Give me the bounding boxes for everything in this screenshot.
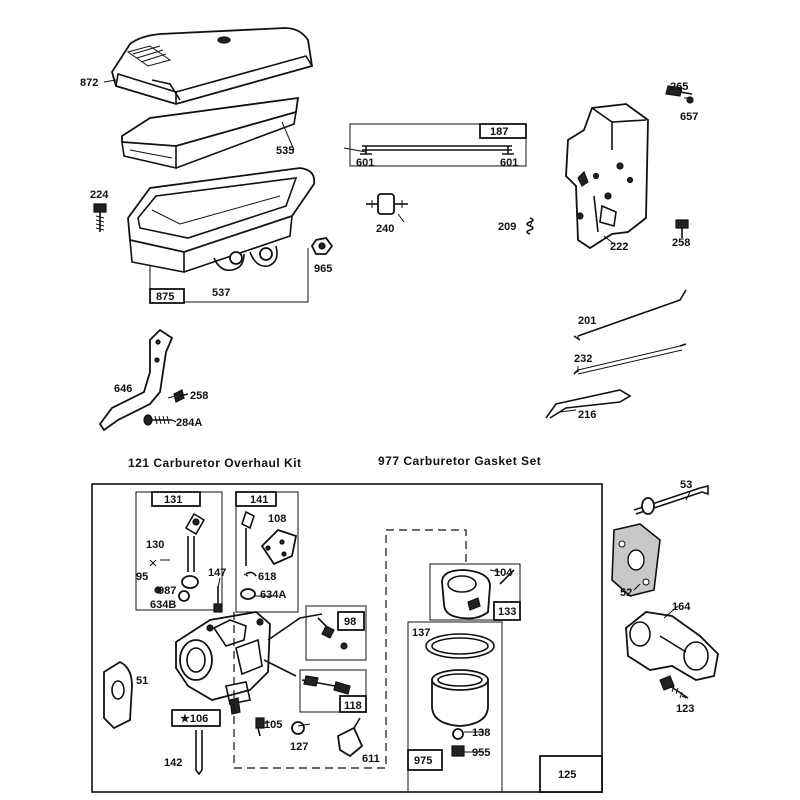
governor-spring-232 [573, 343, 687, 375]
label-224: 224 [90, 189, 109, 201]
label-130: 130 [146, 539, 164, 551]
label-872: 872 [80, 77, 98, 89]
label-52: 52 [620, 587, 632, 599]
label-611: 611 [362, 753, 380, 765]
label-657: 657 [680, 111, 698, 123]
label-216: 216 [578, 409, 596, 421]
control-bracket-222 [565, 103, 649, 250]
label-98: 98 [344, 616, 356, 628]
label-137: 137 [412, 627, 430, 639]
label-634A: 634A [260, 589, 286, 601]
kit-box-141 [235, 491, 299, 613]
label-51: 51 [136, 675, 148, 687]
label-258b: 258 [672, 237, 690, 249]
part-127 [291, 721, 305, 735]
screw-284A [143, 414, 172, 426]
bracket-646 [98, 328, 174, 432]
label-601b: 601 [500, 157, 518, 169]
label-875: 875 [156, 291, 174, 303]
label-95: 95 [136, 571, 148, 583]
valve-105 [255, 717, 265, 737]
label-104: 104 [494, 567, 513, 579]
air-filter [121, 96, 300, 170]
governor-link-201 [573, 289, 687, 341]
label-164: 164 [672, 601, 691, 613]
label-118: 118 [344, 700, 362, 712]
label-537: 537 [212, 287, 230, 299]
label-131: 131 [164, 494, 182, 506]
choke-link-216 [545, 389, 632, 419]
label-142: 142 [164, 757, 182, 769]
gasket-52 [611, 523, 661, 597]
label-240: 240 [376, 223, 394, 235]
air-cleaner-cover [111, 27, 314, 105]
nut-965 [310, 237, 334, 255]
label-965: 965 [314, 263, 332, 275]
link-assembly-187 [349, 123, 527, 167]
label-53: 53 [680, 479, 692, 491]
label-108: 108 [268, 513, 286, 525]
gasket-set-heading: 977 Carburetor Gasket Set [378, 454, 541, 468]
screw-147 [213, 586, 223, 613]
overhaul-kit-frame [91, 483, 603, 793]
label-232: 232 [574, 353, 592, 365]
label-106: ★106 [180, 713, 208, 725]
intake-adapter-164 [625, 611, 719, 681]
label-105: 105 [264, 719, 282, 731]
label-284A: 284A [176, 417, 202, 429]
shaft-142 [195, 730, 203, 776]
throttle-shaft-53 [633, 484, 709, 515]
label-258a: 258 [190, 390, 208, 402]
label-127: 127 [290, 741, 308, 753]
fitting-611 [337, 717, 364, 758]
label-535: 535 [276, 145, 294, 157]
label-646: 646 [114, 383, 132, 395]
kit-box-133 [429, 563, 521, 621]
carburetor-body [175, 611, 323, 715]
kit-box-98 [305, 605, 367, 661]
kit-box-118 [299, 669, 367, 713]
label-975: 975 [414, 755, 432, 767]
label-138: 138 [472, 727, 490, 739]
screw-123 [659, 675, 689, 699]
label-187: 187 [490, 126, 508, 138]
label-618: 618 [258, 571, 276, 583]
screw-258-bracket-222 [675, 219, 689, 238]
fuel-filter-240 [366, 193, 408, 215]
label-box-106 [171, 709, 221, 727]
label-955: 955 [472, 747, 490, 759]
label-123: 123 [676, 703, 694, 715]
label-209: 209 [498, 221, 516, 233]
label-201: 201 [578, 315, 596, 327]
gasket-51 [103, 660, 133, 730]
screw-258-bracket [173, 389, 189, 403]
air-cleaner-base [127, 167, 316, 304]
kit-box-975 [407, 621, 503, 793]
label-125: 125 [558, 769, 576, 781]
label-601a: 601 [356, 157, 374, 169]
label-265: 265 [670, 81, 688, 93]
label-634B: 634B [150, 599, 176, 611]
overhaul-kit-heading: 121 Carburetor Overhaul Kit [128, 456, 302, 470]
label-141: 141 [250, 494, 268, 506]
label-222: 222 [610, 241, 628, 253]
label-133: 133 [498, 606, 516, 618]
kit-box-131 [135, 491, 223, 611]
dashed-connector [233, 529, 467, 769]
label-147: 147 [208, 567, 226, 579]
screw-265 [665, 85, 693, 97]
screw-224 [93, 203, 107, 232]
label-987: 987 [158, 585, 176, 597]
